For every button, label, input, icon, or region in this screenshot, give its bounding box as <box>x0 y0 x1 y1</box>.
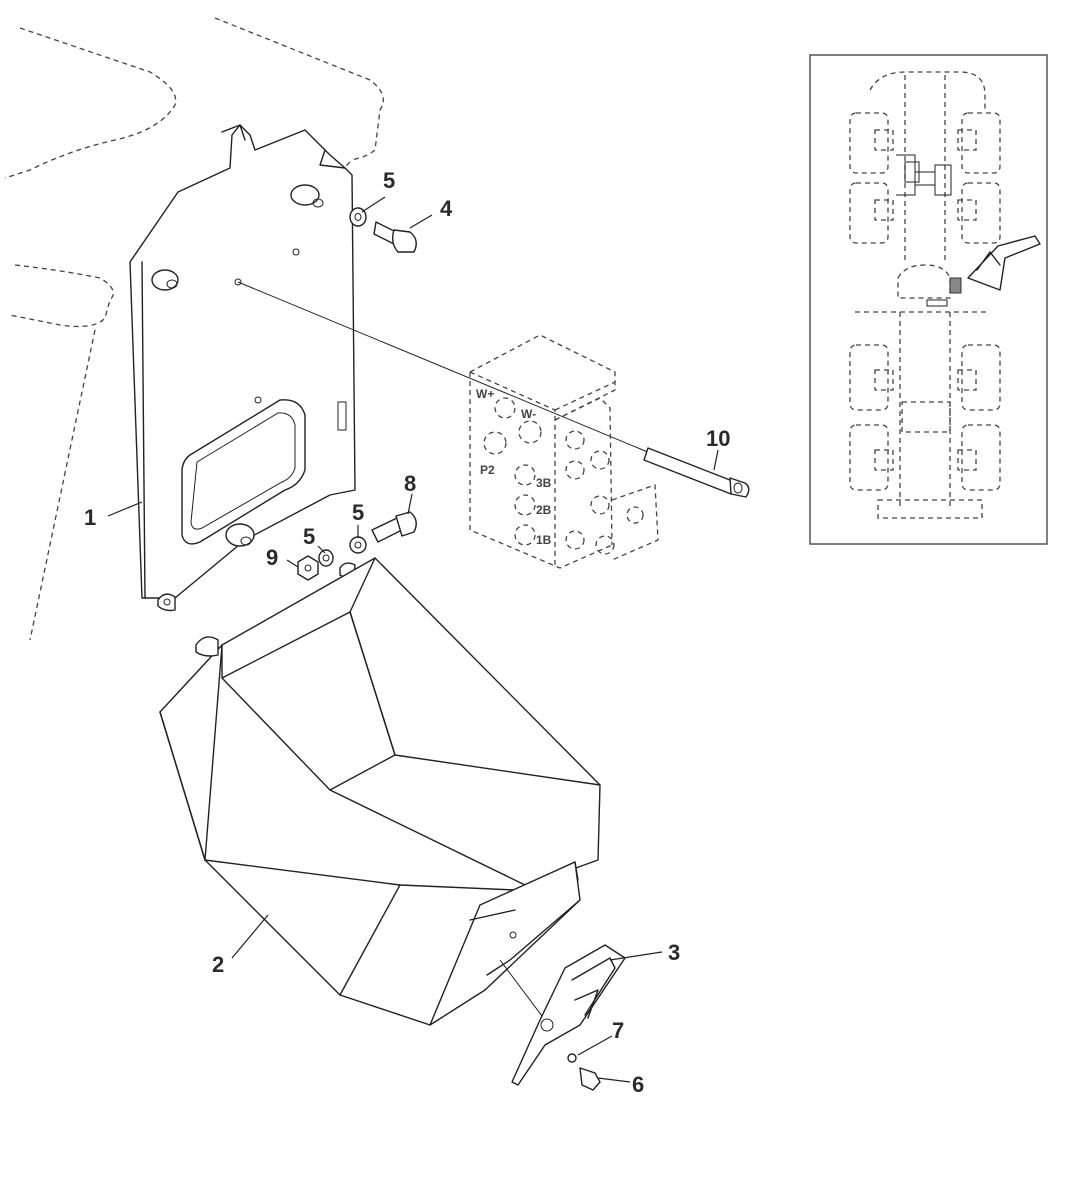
callout-3: 3 <box>668 940 680 965</box>
callout-7: 7 <box>612 1018 624 1043</box>
control-valve-block: W+ W- P2 3B 2B 1B <box>469 334 659 569</box>
port-label-p2: P2 <box>480 463 495 477</box>
callout-8: 8 <box>404 471 416 496</box>
callout-4: 4 <box>440 196 453 221</box>
port-label-2b: 2B <box>536 503 552 517</box>
callout-2: 2 <box>212 952 224 977</box>
long-bolt-part-10 <box>237 281 750 498</box>
callout-10: 10 <box>706 426 730 451</box>
callout-1: 1 <box>84 505 96 530</box>
callout-5-left: 5 <box>303 524 315 549</box>
port-label-w-plus: W+ <box>476 387 494 401</box>
callout-6: 6 <box>632 1072 644 1097</box>
callout-9: 9 <box>266 545 278 570</box>
location-inset <box>809 54 1048 545</box>
tool-box-part-2 <box>159 557 601 1026</box>
callout-leaders <box>107 196 719 1083</box>
port-label-w-minus: W- <box>521 407 536 421</box>
callout-5-right: 5 <box>352 500 364 525</box>
callout-5-top: 5 <box>383 168 395 193</box>
latch-part-3 <box>499 944 626 1091</box>
callout-numbers: 1 2 3 4 5 5 5 6 7 8 9 10 <box>84 168 730 1097</box>
hardware-parts <box>297 207 417 581</box>
port-label-3b: 3B <box>536 476 552 490</box>
mounting-plate-part-1 <box>129 124 356 612</box>
port-label-1b: 1B <box>536 533 552 547</box>
